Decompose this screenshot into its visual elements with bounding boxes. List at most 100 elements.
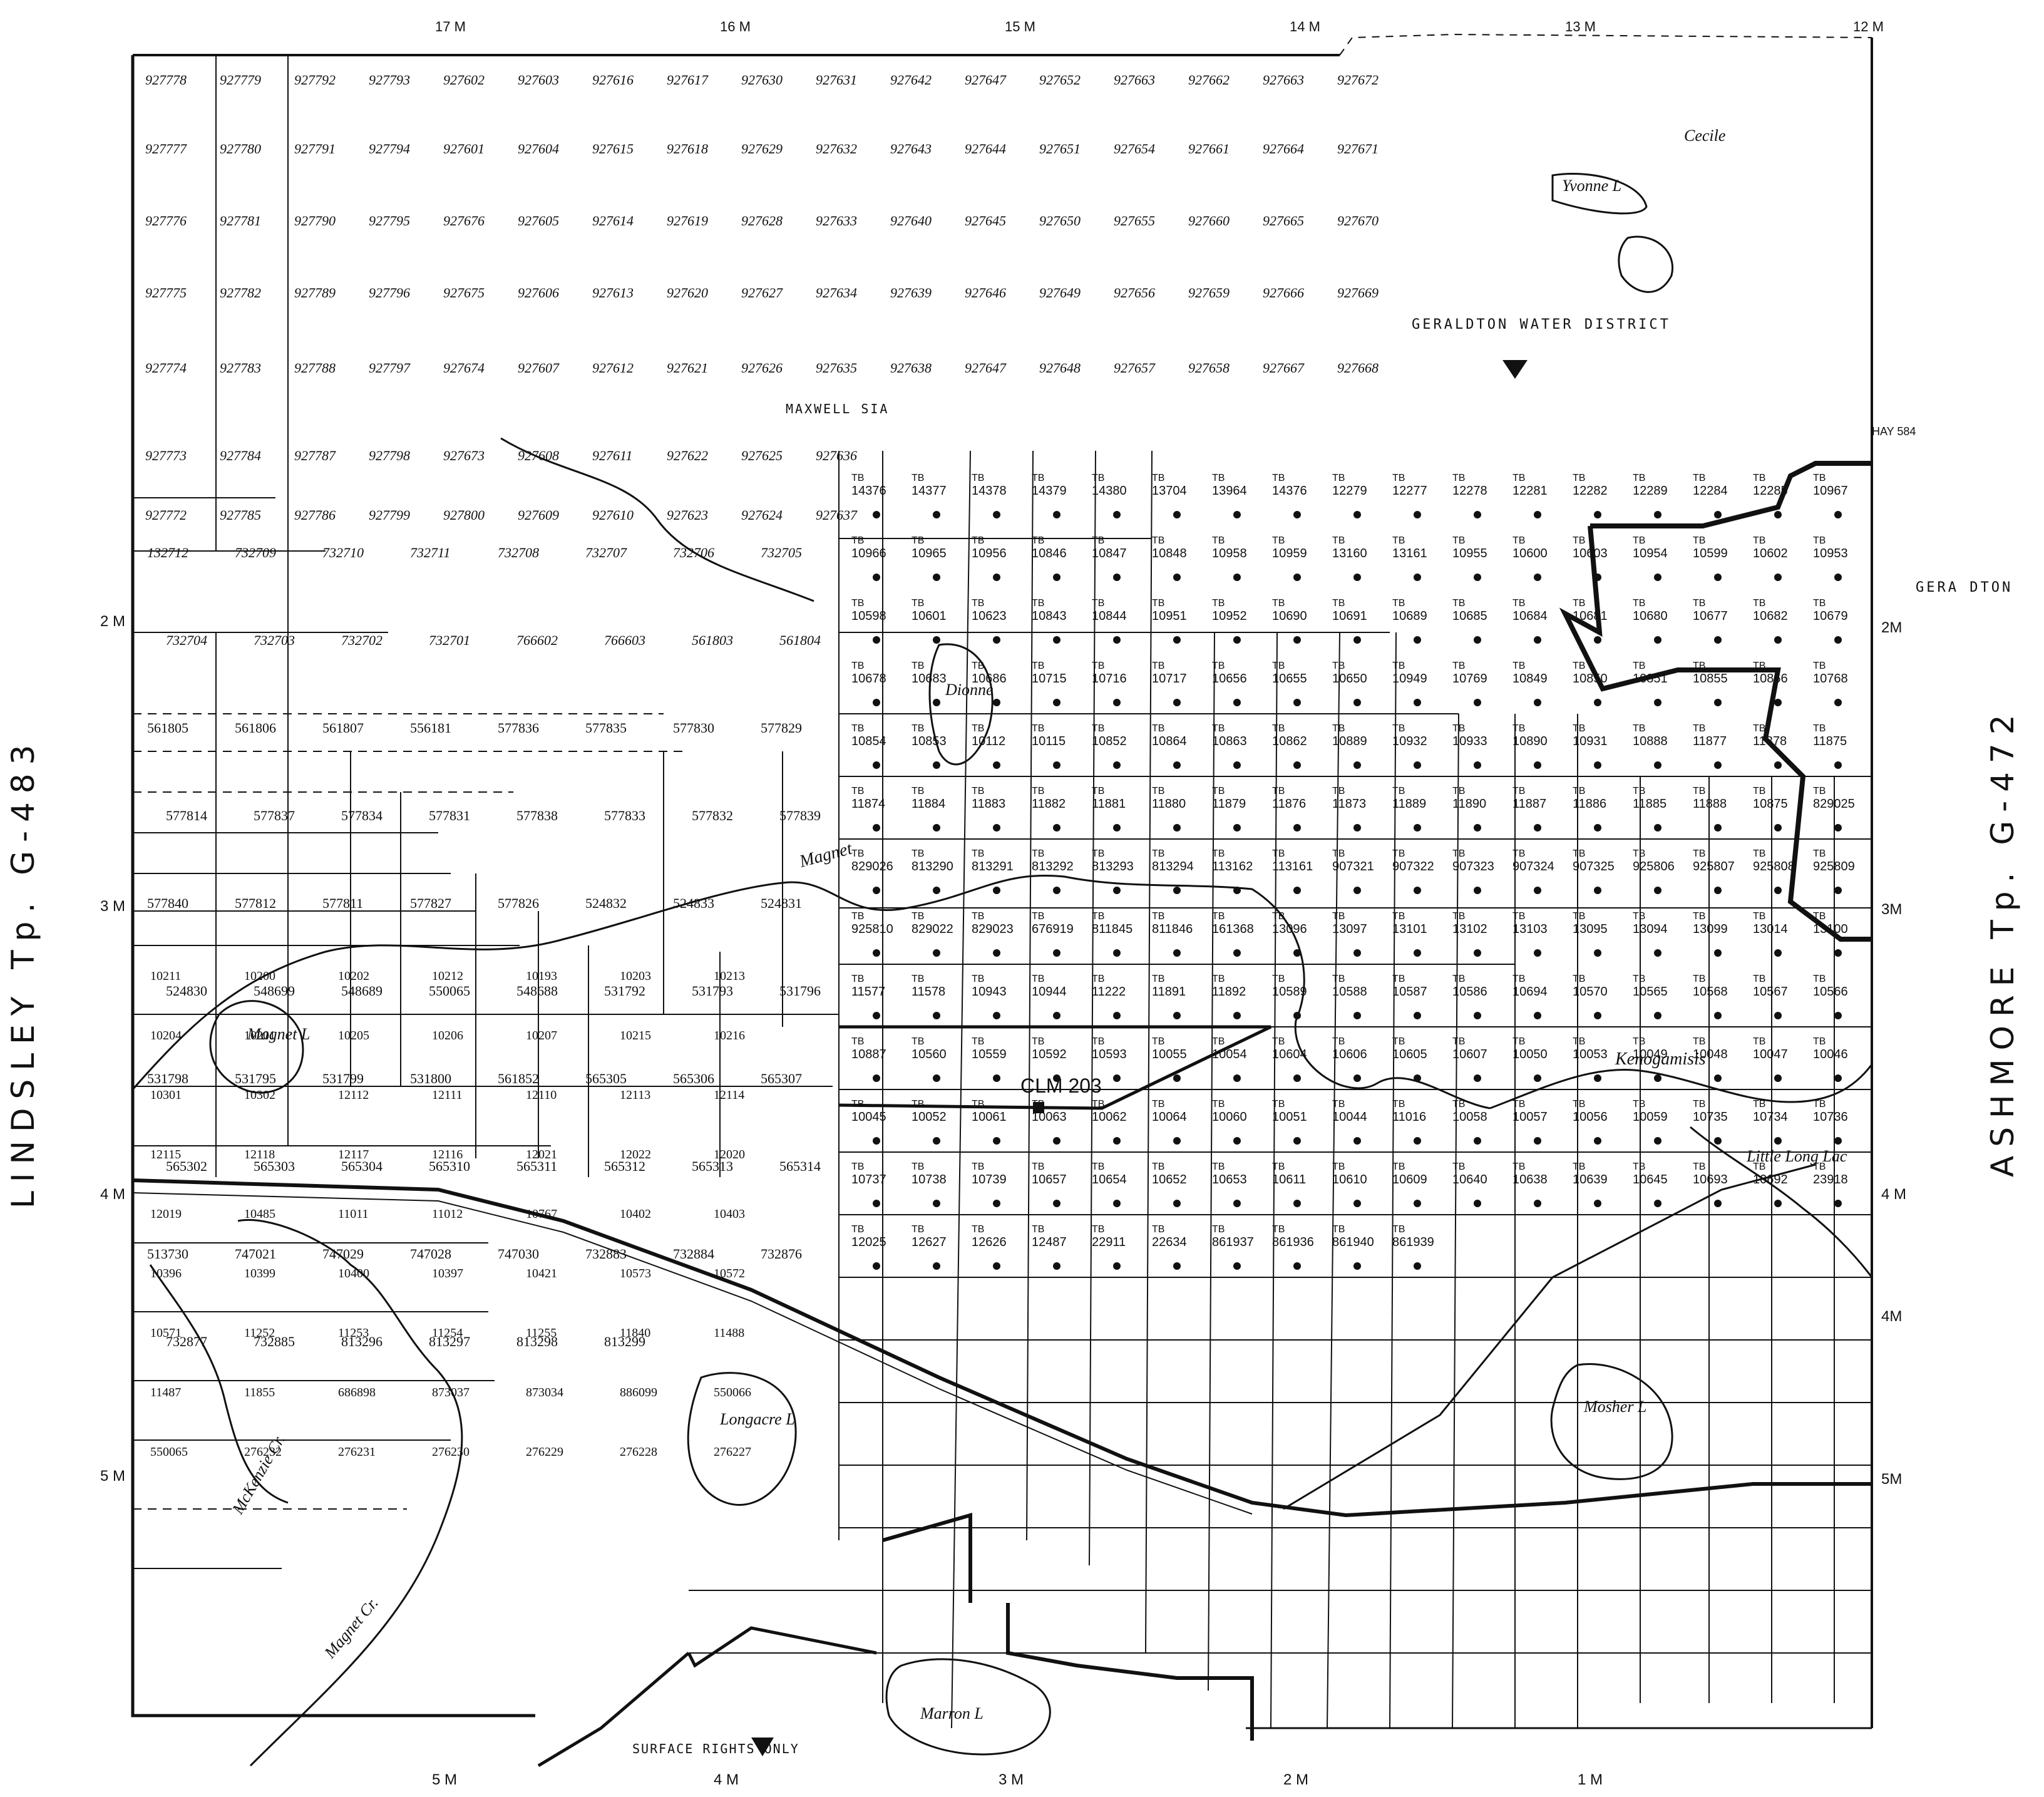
claim-number: 927642 (890, 72, 932, 88)
tb-tag: TB (1392, 535, 1405, 546)
claim-number: 561807 (322, 720, 364, 736)
claim-post-dot (1714, 511, 1722, 518)
claim-number: 927664 (1263, 141, 1304, 157)
tb-tag: TB (1332, 598, 1345, 609)
claim-number: 927786 (294, 507, 336, 523)
claim-post-dot (1594, 824, 1601, 832)
scale-bottom-label: 5 M (432, 1771, 457, 1788)
claim-post-dot (1233, 636, 1241, 644)
lake-name: Marron L (920, 1704, 983, 1722)
claim-number: 927796 (369, 285, 410, 301)
claim-number: 11885 (1633, 797, 1667, 811)
claim-post-dot (1173, 511, 1181, 518)
claim-number: 12277 (1392, 484, 1427, 498)
claim-number: 12281 (1512, 484, 1548, 498)
claim-number: 14380 (1092, 484, 1127, 498)
tb-tag: TB (1573, 1161, 1585, 1172)
tb-tag: TB (1152, 786, 1164, 796)
claim-number: 14379 (1032, 484, 1067, 498)
tb-tag: TB (1633, 786, 1645, 796)
claim-post-dot (873, 1074, 880, 1082)
claim-post-dot (1173, 1200, 1181, 1207)
tb-tag: TB (1092, 848, 1104, 859)
claim-number: 10600 (1512, 547, 1548, 560)
claim-post-dot (1774, 887, 1782, 894)
claim-number: 10605 (1392, 1048, 1427, 1061)
claim-post-dot (1293, 949, 1301, 957)
tb-tag: TB (1092, 1161, 1104, 1172)
tb-tag: TB (912, 786, 924, 796)
claim-number: 561804 (779, 632, 821, 648)
claim-number: 10769 (1452, 672, 1487, 686)
tb-tag: TB (1753, 1161, 1765, 1172)
claim-number: 10610 (1332, 1173, 1367, 1187)
claim-number: 12278 (1452, 484, 1487, 498)
claim-post-dot (1233, 824, 1241, 832)
claim-number: 10717 (1152, 672, 1187, 686)
claim-number: 10204 (150, 1029, 182, 1043)
claim-number: 10207 (526, 1029, 557, 1043)
tb-tag: TB (1512, 661, 1525, 671)
lakes (209, 173, 1673, 1756)
claim-number: 10737 (851, 1173, 886, 1187)
claim-number: 927630 (741, 72, 783, 88)
claim-number: 10645 (1633, 1173, 1668, 1187)
tb-tag: TB (972, 598, 984, 609)
claim-number: 927672 (1337, 72, 1379, 88)
claim-post-dot (1053, 1012, 1061, 1019)
tb-tag: TB (912, 723, 924, 734)
dionne-lake (928, 643, 994, 766)
tb-tag: TB (1272, 723, 1285, 734)
tb-tag: TB (1813, 911, 1826, 922)
claim-number: 13095 (1573, 922, 1608, 936)
tb-tag: TB (1573, 598, 1585, 609)
claim-number: 10211 (150, 969, 181, 983)
claim-post-dot (1654, 574, 1661, 581)
claim-number: 565312 (604, 1158, 645, 1174)
claim-number: 732709 (235, 545, 276, 560)
claim-post-dot (1353, 761, 1361, 769)
claim-number: 550065 (429, 983, 470, 999)
claim-number: 11016 (1392, 1110, 1426, 1124)
tb-tag: TB (1152, 1224, 1164, 1235)
claim-number: 732884 (673, 1246, 714, 1262)
claim-number: 927622 (667, 448, 708, 463)
claim-post-dot (1293, 636, 1301, 644)
claim-number: 10568 (1693, 985, 1728, 999)
claim-post-dot (1654, 761, 1661, 769)
geraldton-label: GERA DTON (1916, 580, 2013, 595)
claim-number: 927792 (294, 72, 336, 88)
claim-number: 10397 (432, 1267, 463, 1280)
tb-tag: TB (1392, 723, 1405, 734)
claim-number: 732705 (761, 545, 802, 560)
tb-tag: TB (972, 723, 984, 734)
claim-number: 927775 (145, 285, 187, 301)
claim-number: 12115 (150, 1148, 181, 1161)
tb-tag: TB (1392, 786, 1405, 796)
claim-number: 13094 (1633, 922, 1668, 936)
claim-post-dot (1534, 1012, 1541, 1019)
tb-tag: TB (1092, 1036, 1104, 1047)
claim-number: 907321 (1332, 860, 1374, 873)
claim-number: 10573 (620, 1267, 651, 1280)
claim-number: 886099 (620, 1386, 657, 1399)
claim-number: 531792 (604, 983, 645, 999)
claim-number: 12019 (150, 1207, 182, 1221)
claim-number: 565302 (166, 1158, 207, 1174)
claim-number: 12020 (714, 1148, 745, 1161)
claim-number: 531799 (322, 1071, 364, 1086)
tb-tag: TB (1272, 974, 1285, 984)
claim-number: 10678 (851, 672, 886, 686)
claim-number: 732707 (585, 545, 627, 560)
claim-number: 10683 (912, 672, 947, 686)
tb-tag: TB (1332, 848, 1345, 859)
tb-tag: TB (972, 848, 984, 859)
claim-post-dot (1834, 511, 1842, 518)
claim-number: 10638 (1512, 1173, 1548, 1187)
claim-post-dot (1233, 1262, 1241, 1270)
claim-number: 10677 (1693, 609, 1728, 623)
claim-number: 927643 (890, 141, 932, 157)
tb-tag: TB (1152, 1099, 1164, 1110)
tb-tag: TB (1152, 1036, 1164, 1047)
claim-number: 565314 (779, 1158, 821, 1174)
